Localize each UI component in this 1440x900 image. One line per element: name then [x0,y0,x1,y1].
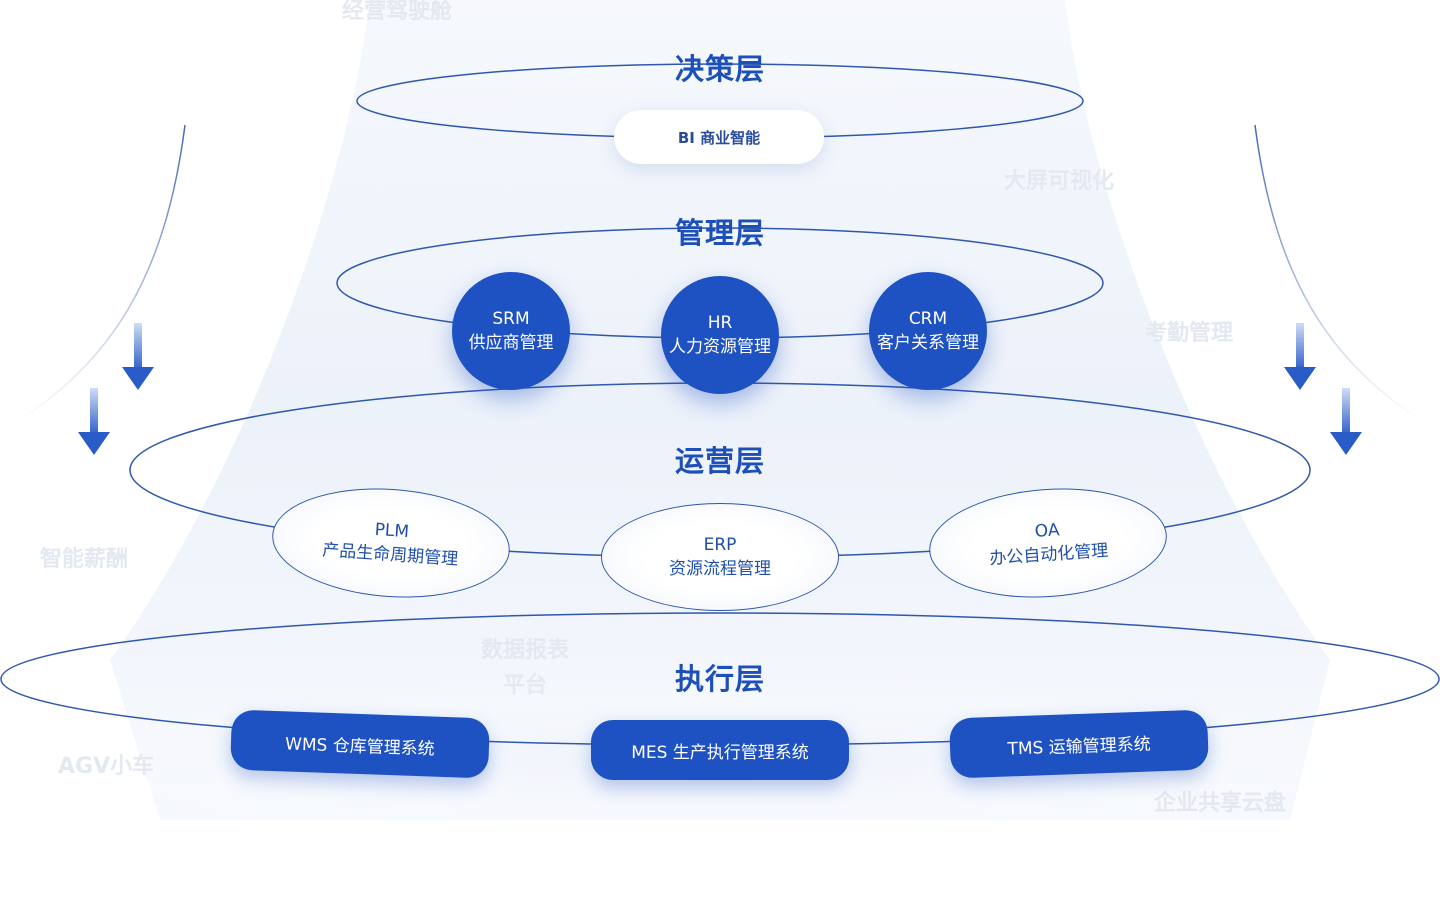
bg-label-salary: 智能薪酬 [40,547,129,572]
bg-label-attendance: 考勤管理 [1145,321,1234,346]
node-srm-label: 供应商管理 [468,333,554,353]
node-plm-code: PLM [373,519,410,543]
arrow-down-icon [78,388,110,455]
node-erp-code: ERP [703,535,737,555]
layer-title-execution: 执行层 [674,662,765,696]
node-hr-label: 人力资源管理 [669,337,771,357]
node-crm-code: CRM [908,309,948,329]
layer-title-operation: 运营层 [674,444,765,478]
node-bi[interactable]: BI 商业智能 [614,110,824,164]
node-crm-label: 客户关系管理 [877,333,979,353]
node-tms[interactable]: TMS 运输管理系统 [949,709,1209,779]
bg-label-report: 数据报表 平台 [481,633,569,703]
node-erp-label: 资源流程管理 [669,559,771,579]
bg-label-big-screen: 大屏可视化 [1004,169,1115,194]
bg-label-agv: AGV小车 [58,754,155,779]
node-hr[interactable]: HR 人力资源管理 [661,276,779,394]
bg-label-report-line2: 平台 [503,673,548,699]
node-bi-label: BI 商业智能 [677,128,761,147]
arrow-down-icon [1284,323,1316,390]
node-srm[interactable]: SRM 供应商管理 [452,272,570,390]
bg-label-report-line1: 数据报表 [481,638,570,663]
layer-title-management: 管理层 [674,216,765,250]
layer-title-decision: 决策层 [674,52,765,86]
node-tms-label: TMS 运输管理系统 [1007,734,1152,759]
node-erp[interactable]: ERP 资源流程管理 [601,503,839,611]
node-mes-label: MES 生产执行管理系统 [631,742,809,763]
arrow-down-icon [1330,388,1362,455]
node-hr-code: HR [707,313,733,333]
node-srm-code: SRM [492,309,530,329]
node-oa-label: 办公自动化管理 [988,540,1109,570]
node-plm-label: 产品生命周期管理 [321,540,459,570]
node-mes[interactable]: MES 生产执行管理系统 [591,720,849,780]
bg-label-cloud-disk: 企业共享云盘 [1154,791,1287,816]
node-wms-label: WMS 仓库管理系统 [284,733,436,760]
node-crm[interactable]: CRM 客户关系管理 [869,272,987,390]
node-wms[interactable]: WMS 仓库管理系统 [230,709,490,779]
bg-label-cockpit: 经营驾驶舱 [342,0,453,24]
node-oa-code: OA [1034,520,1061,542]
arrow-down-icon [122,323,154,390]
